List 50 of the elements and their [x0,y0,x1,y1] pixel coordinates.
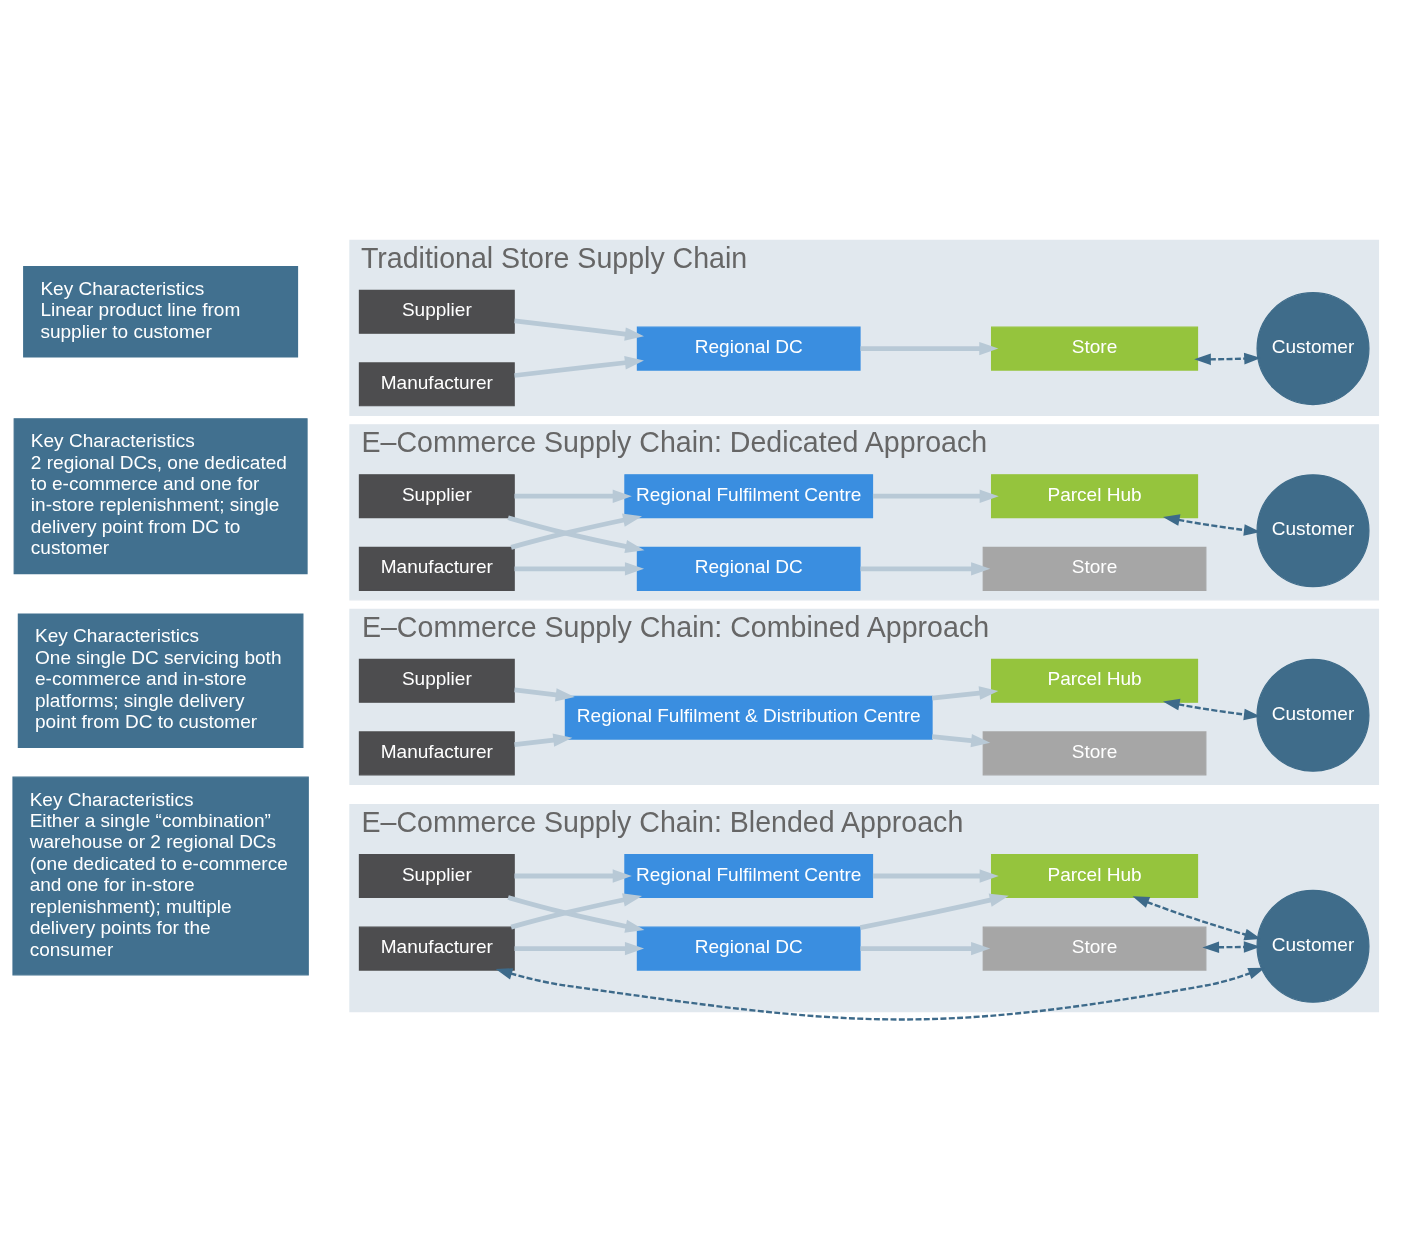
node-box: Supplier [358,473,515,518]
node-box: Regional DC [636,926,861,971]
arrow [860,941,991,955]
node-box: Store [990,326,1199,371]
arrow [514,561,645,576]
node-circle: Customer [1256,658,1370,772]
arrow [931,685,999,700]
node-box: Supplier [358,289,515,334]
node-circle: Customer [1256,473,1370,587]
node-circle: Customer [1256,889,1370,1003]
node-box: Key Characteristics 2 regional DCs, one dedicated to e-commerce and one for in-store replenishment; single delivery point from DC to customer [13,417,308,574]
node-box: Manufacturer [358,730,515,775]
node-box: Regional DC [636,326,861,371]
node-box: Key Characteristics One single DC servicing both e-commerce and in-store platforms; single delivery point from DC to customer [17,613,304,748]
arrow [514,732,573,747]
node-box: Parcel Hub [990,473,1199,518]
arrow [514,317,644,341]
arrow [1194,352,1261,365]
node-box: Parcel Hub [990,658,1199,703]
arrow [872,868,999,883]
arrow [514,687,575,701]
node-circle: Customer [1256,291,1370,405]
arrow [495,967,1265,1020]
arrow [514,941,645,955]
arrow [1162,698,1261,720]
node-box: Regional DC [636,546,861,591]
node-box: Regional Fulfilment Centre [624,853,874,898]
node-box: Regional Fulfilment Centre [624,473,874,518]
node-box: Manufacturer [358,361,515,406]
arrow [1162,513,1261,536]
node-box: Regional Fulfilment & Distribution Centre [564,695,933,740]
arrow [514,489,632,503]
node-box: Supplier [358,853,515,898]
arrow [872,489,999,503]
node-box: Manufacturer [358,546,515,591]
arrow [931,733,991,747]
arrow [514,868,632,883]
arrow [860,341,999,355]
node-box: Key Characteristics Linear product line from supplier to customer [23,265,299,358]
arrow [514,355,644,378]
node-box: Key Characteristics Either a single “combination” warehouse or 2 regional DCs (one dedicated to e-commerce and one for in-store replenishment); multiple delivery points for the consumer [12,776,309,975]
node-box: Store [982,926,1207,971]
arrow [1202,940,1261,953]
node-box: Store [982,730,1207,775]
node-box: Store [982,546,1207,591]
node-box: Manufacturer [358,926,515,971]
arrow [860,561,991,576]
node-box: Parcel Hub [990,853,1199,898]
node-box: Supplier [358,658,515,703]
arrow [859,893,1009,930]
